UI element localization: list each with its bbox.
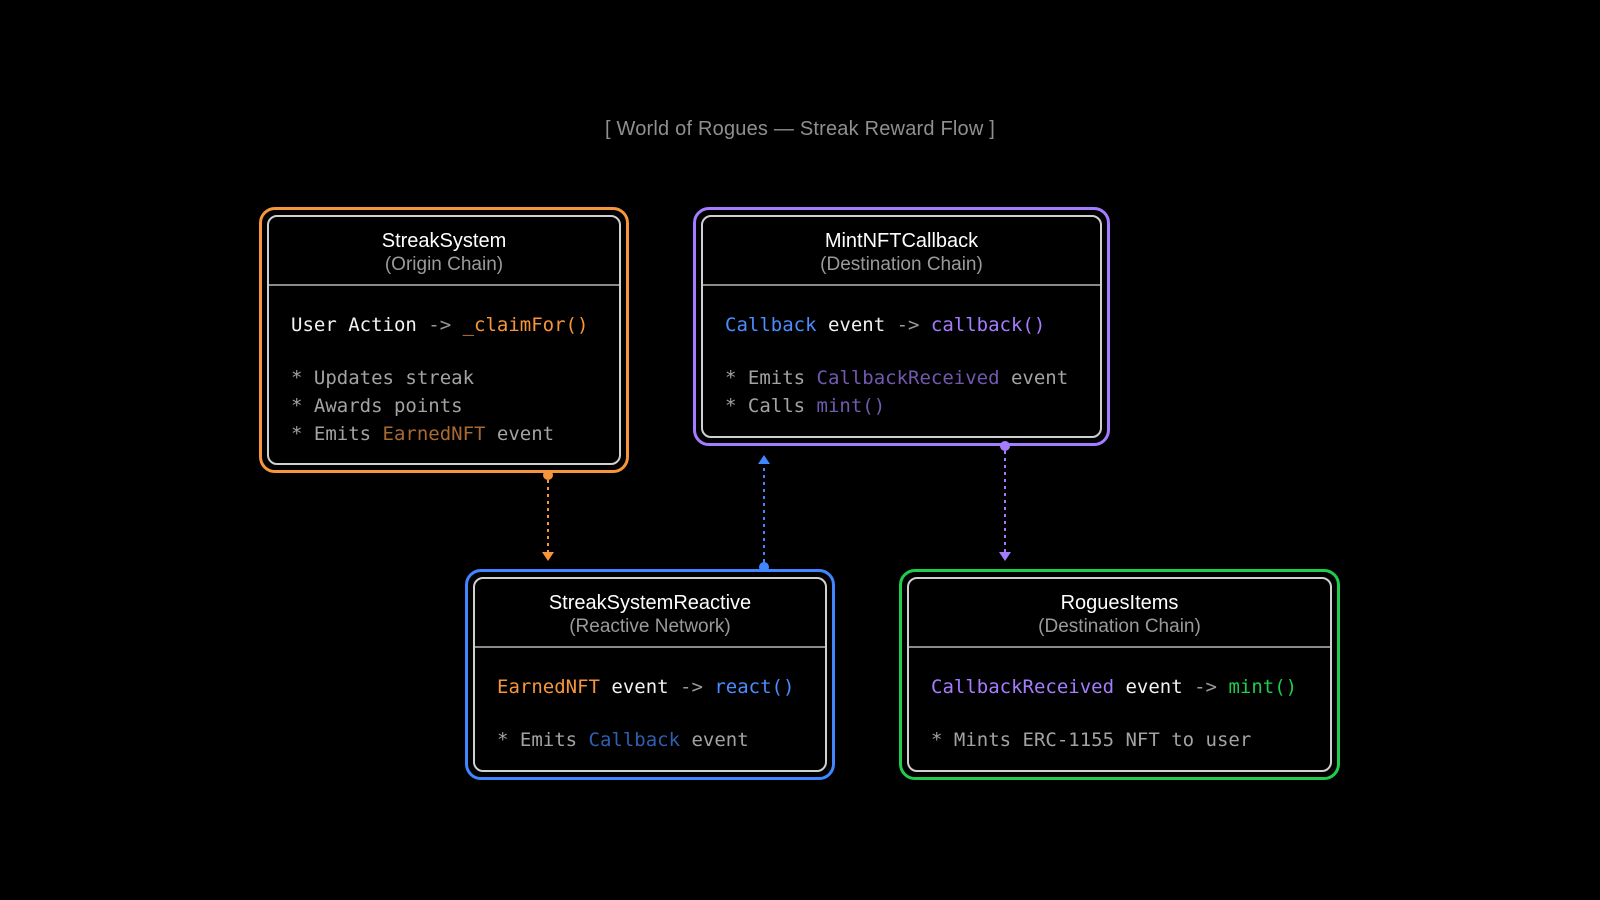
note-token: EarnedNFT (382, 423, 486, 445)
arrow-reactive-to-callback (758, 455, 770, 572)
code-token: react() (714, 676, 795, 698)
node-chain: (Origin Chain) (384, 254, 504, 275)
node-header: MintNFTCallback (Destination Chain) (703, 217, 1100, 286)
code-line: Callback event -> callback() (725, 311, 1100, 339)
node-chain: (Destination Chain) (820, 254, 983, 275)
note-token: mint() (816, 395, 886, 417)
note-token: * Emits (725, 367, 817, 389)
note-token: CallbackReceived (816, 367, 1000, 389)
arrow-callback-to-items (999, 441, 1011, 561)
note-token: event (999, 367, 1069, 389)
node-chain: (Reactive Network) (569, 616, 731, 637)
note-token: Callback (588, 729, 681, 751)
note-line: * Emits CallbackReceived event (725, 364, 1100, 392)
node-header: StreakSystemReactive (Reactive Network) (475, 579, 825, 648)
note-line: * Updates streak (291, 364, 619, 392)
note-token: event (485, 423, 555, 445)
code-token: -> (885, 314, 931, 336)
code-token: _claimFor() (462, 314, 589, 336)
code-line: User Action -> _claimFor() (291, 311, 619, 339)
node-streak-system: StreakSystem (Origin Chain) User Action … (259, 207, 629, 473)
node-body: Callback event -> callback() * Emits Call… (703, 286, 1100, 420)
note-token: * Awards points (291, 395, 463, 417)
node-header: RoguesItems (Destination Chain) (909, 579, 1330, 648)
code-token: event (816, 314, 886, 336)
note-token: * Calls (725, 395, 817, 417)
code-token: EarnedNFT (497, 676, 600, 698)
code-line: CallbackReceived event -> mint() (931, 673, 1330, 701)
node-name: MintNFTCallback (824, 230, 979, 252)
node-rogues-items: RoguesItems (Destination Chain) Callback… (899, 569, 1340, 780)
node-streak-system-reactive: StreakSystemReactive (Reactive Network) … (465, 569, 835, 780)
code-line: EarnedNFT event -> react() (497, 673, 825, 701)
node-name: RoguesItems (1060, 592, 1179, 614)
code-token: event (599, 676, 669, 698)
arrow-streak-to-reactive (542, 470, 554, 561)
node-header: StreakSystem (Origin Chain) (269, 217, 619, 286)
code-token: -> (416, 314, 463, 336)
node-chain: (Destination Chain) (1038, 616, 1201, 637)
code-token: Callback (725, 314, 817, 336)
note-line: * Emits EarnedNFT event (291, 420, 619, 448)
note-token: * Emits (291, 423, 383, 445)
note-line: * Emits Callback event (497, 726, 825, 754)
note-token: * Emits (497, 729, 589, 751)
note-line: * Awards points (291, 392, 619, 420)
note-token: * Mints ERC-1155 NFT to user (931, 729, 1252, 751)
code-token: CallbackReceived (931, 676, 1115, 698)
code-token: User Action (291, 314, 417, 336)
note-line: * Calls mint() (725, 392, 1100, 420)
node-name: StreakSystemReactive (548, 592, 752, 614)
code-token: -> (1182, 676, 1229, 698)
code-token: -> (668, 676, 715, 698)
node-mint-nft-callback: MintNFTCallback (Destination Chain) Call… (693, 207, 1110, 446)
diagram-title: [ World of Rogues — Streak Reward Flow ] (605, 118, 995, 140)
node-body: EarnedNFT event -> react() * Emits Callba… (475, 648, 825, 754)
node-body: CallbackReceived event -> mint() * Mints … (909, 648, 1330, 754)
code-token: event (1114, 676, 1183, 698)
node-body: User Action -> _claimFor() * Updates stre… (269, 286, 619, 448)
code-token: callback() (930, 314, 1046, 336)
note-token: event (680, 729, 749, 751)
note-line: * Mints ERC-1155 NFT to user (931, 726, 1330, 754)
note-token: * Updates streak (291, 367, 475, 389)
code-token: mint() (1228, 676, 1298, 698)
node-name: StreakSystem (381, 230, 507, 252)
